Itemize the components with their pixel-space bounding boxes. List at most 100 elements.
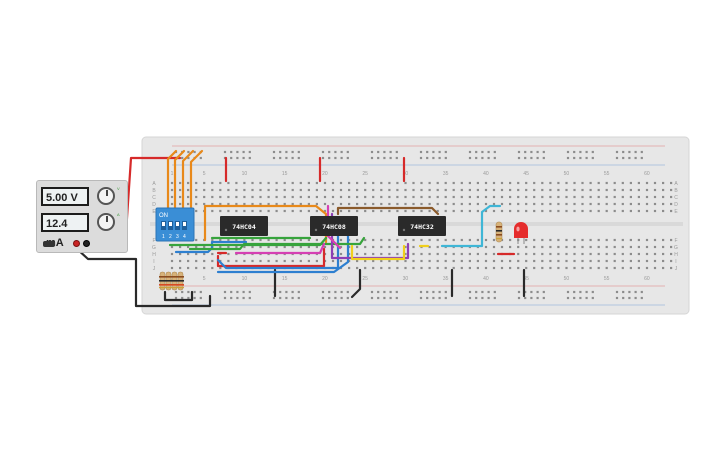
breadboard-hole[interactable] xyxy=(307,181,310,185)
breadboard-hole[interactable] xyxy=(628,290,631,294)
breadboard-hole[interactable] xyxy=(203,202,206,206)
breadboard-hole[interactable] xyxy=(476,252,479,256)
breadboard-hole[interactable] xyxy=(468,188,471,192)
breadboard-hole[interactable] xyxy=(307,202,310,206)
breadboard-hole[interactable] xyxy=(227,195,230,199)
breadboard-hole[interactable] xyxy=(444,252,447,256)
breadboard-hole[interactable] xyxy=(356,259,359,263)
breadboard-hole[interactable] xyxy=(227,245,230,249)
breadboard-hole[interactable] xyxy=(419,150,423,154)
breadboard-hole[interactable] xyxy=(581,245,584,249)
breadboard-hole[interactable] xyxy=(565,202,568,206)
breadboard-hole[interactable] xyxy=(227,209,230,213)
breadboard-hole[interactable] xyxy=(377,296,380,300)
breadboard-hole[interactable] xyxy=(484,202,488,206)
breadboard-hole[interactable] xyxy=(388,238,391,242)
breadboard-hole[interactable] xyxy=(452,238,455,242)
breadboard-hole[interactable] xyxy=(517,150,521,154)
breadboard-hole[interactable] xyxy=(179,266,182,270)
breadboard-hole[interactable] xyxy=(356,245,359,249)
breadboard-hole[interactable] xyxy=(670,238,673,242)
breadboard-hole[interactable] xyxy=(468,202,471,206)
breadboard-hole[interactable] xyxy=(444,202,447,206)
breadboard-hole[interactable] xyxy=(275,195,278,199)
breadboard-hole[interactable] xyxy=(195,181,198,185)
breadboard-hole[interactable] xyxy=(613,181,616,185)
breadboard-hole[interactable] xyxy=(364,209,367,213)
wire-orange-input[interactable] xyxy=(181,149,195,214)
breadboard-hole[interactable] xyxy=(557,266,560,270)
breadboard-hole[interactable] xyxy=(346,296,349,300)
breadboard-hole[interactable] xyxy=(243,245,246,249)
breadboard-hole[interactable] xyxy=(645,209,649,213)
breadboard-hole[interactable] xyxy=(432,296,435,300)
breadboard-hole[interactable] xyxy=(348,238,351,242)
breadboard-hole[interactable] xyxy=(170,188,174,192)
breadboard-hole[interactable] xyxy=(670,188,673,192)
breadboard-hole[interactable] xyxy=(557,195,560,199)
breadboard-hole[interactable] xyxy=(589,195,592,199)
breadboard-hole[interactable] xyxy=(500,202,504,206)
breadboard-hole[interactable] xyxy=(299,188,302,192)
breadboard-hole[interactable] xyxy=(605,209,608,213)
breadboard-hole[interactable] xyxy=(235,195,238,199)
breadboard-hole[interactable] xyxy=(589,188,592,192)
breadboard-hole[interactable] xyxy=(517,188,520,192)
breadboard-hole[interactable] xyxy=(291,188,294,192)
breadboard-hole[interactable] xyxy=(380,195,383,199)
breadboard-hole[interactable] xyxy=(219,238,222,242)
breadboard-hole[interactable] xyxy=(622,150,625,154)
breadboard-hole[interactable] xyxy=(460,181,463,185)
breadboard-hole[interactable] xyxy=(670,195,673,199)
breadboard-hole[interactable] xyxy=(380,259,383,263)
breadboard-hole[interactable] xyxy=(525,209,528,213)
breadboard-hole[interactable] xyxy=(412,195,415,199)
breadboard-hole[interactable] xyxy=(187,195,190,199)
breadboard-hole[interactable] xyxy=(383,296,386,300)
breadboard-hole[interactable] xyxy=(299,238,302,242)
breadboard-hole[interactable] xyxy=(549,245,552,249)
breadboard-hole[interactable] xyxy=(589,266,592,270)
breadboard-hole[interactable] xyxy=(597,195,600,199)
breadboard-hole[interactable] xyxy=(536,290,539,294)
breadboard-hole[interactable] xyxy=(291,296,294,300)
breadboard-hole[interactable] xyxy=(432,156,435,160)
breadboard-hole[interactable] xyxy=(340,290,343,294)
breadboard-hole[interactable] xyxy=(533,209,536,213)
breadboard-hole[interactable] xyxy=(383,156,386,160)
breadboard-hole[interactable] xyxy=(541,238,544,242)
breadboard-hole[interactable] xyxy=(364,252,367,256)
breadboard-hole[interactable] xyxy=(436,245,439,249)
breadboard-hole[interactable] xyxy=(388,188,391,192)
breadboard-hole[interactable] xyxy=(621,259,624,263)
breadboard-hole[interactable] xyxy=(653,181,657,185)
breadboard-hole[interactable] xyxy=(566,290,570,294)
breadboard-hole[interactable] xyxy=(621,188,624,192)
breadboard-hole[interactable] xyxy=(187,202,190,206)
breadboard-hole[interactable] xyxy=(339,252,343,256)
breadboard-hole[interactable] xyxy=(579,150,582,154)
breadboard-hole[interactable] xyxy=(533,252,536,256)
breadboard-hole[interactable] xyxy=(356,238,359,242)
breadboard-hole[interactable] xyxy=(334,150,337,154)
breadboard-hole[interactable] xyxy=(170,252,174,256)
breadboard-hole[interactable] xyxy=(541,195,544,199)
breadboard-hole[interactable] xyxy=(493,156,496,160)
breadboard-hole[interactable] xyxy=(436,195,439,199)
breadboard-hole[interactable] xyxy=(549,252,552,256)
breadboard-hole[interactable] xyxy=(542,156,545,160)
breadboard-hole[interactable] xyxy=(346,156,349,160)
breadboard-hole[interactable] xyxy=(251,245,254,249)
breadboard-hole[interactable] xyxy=(420,209,423,213)
breadboard-hole[interactable] xyxy=(621,266,624,270)
breadboard-hole[interactable] xyxy=(388,195,391,199)
breadboard-hole[interactable] xyxy=(432,150,435,154)
breadboard-hole[interactable] xyxy=(481,296,484,300)
breadboard-hole[interactable] xyxy=(356,195,359,199)
breadboard-hole[interactable] xyxy=(444,290,447,294)
power-switch[interactable] xyxy=(43,241,55,247)
breadboard-hole[interactable] xyxy=(492,209,496,213)
breadboard-hole[interactable] xyxy=(637,266,640,270)
breadboard-hole[interactable] xyxy=(323,195,327,199)
breadboard-hole[interactable] xyxy=(307,238,310,242)
